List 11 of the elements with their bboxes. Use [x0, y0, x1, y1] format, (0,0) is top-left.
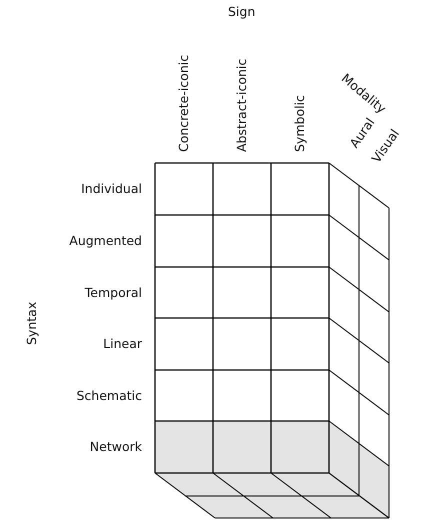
axis-title: Sign [228, 6, 256, 18]
row-label: Temporal [84, 286, 142, 299]
column-label: Abstract-iconic [236, 58, 248, 152]
column-label: Symbolic [294, 95, 306, 152]
row-label: Schematic [76, 390, 142, 402]
row-label: Linear [103, 338, 142, 350]
row-label: Individual [81, 183, 142, 196]
row-label: Network [90, 441, 142, 454]
axis-title: Syntax [26, 302, 38, 345]
column-label: Concrete-iconic [178, 54, 190, 152]
row-label: Augmented [69, 235, 142, 248]
